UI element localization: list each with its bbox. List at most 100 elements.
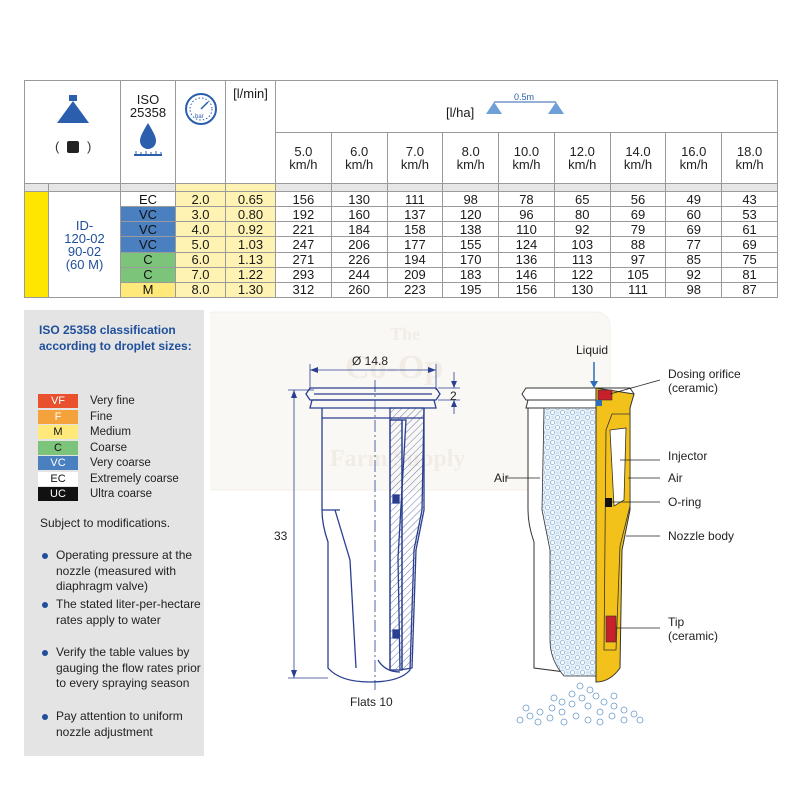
- application-rate-cell: 124: [498, 236, 555, 253]
- application-rate-cell: 98: [665, 281, 723, 299]
- application-rate-cell: 271: [275, 251, 332, 268]
- application-rate-cell: 130: [553, 281, 611, 299]
- nozzle-drawings: The Co-Op Farm Supply: [210, 311, 741, 726]
- bullet-item: Verify the table values by gauging the f…: [40, 645, 202, 692]
- lha-header-cell: [l/ha] 0.5m: [275, 79, 778, 134]
- application-rate-cell: 97: [609, 251, 667, 268]
- dosing-orifice-sub: (ceramic): [668, 381, 718, 395]
- injector-label: Injector: [668, 449, 707, 463]
- application-rate-cell: 260: [330, 281, 388, 299]
- pressure-cell: 5.0: [175, 236, 226, 253]
- application-rate-cell: 223: [386, 281, 444, 299]
- application-rate-cell: 80: [553, 206, 611, 223]
- bullet-dot-icon: [42, 650, 48, 656]
- pressure-cell: 7.0: [175, 266, 226, 283]
- classification-panel: ISO 25358 classification according to dr…: [24, 310, 204, 756]
- row-accent-bar: [24, 191, 49, 298]
- speed-header: 18.0 km/h: [721, 132, 778, 184]
- application-rate-cell: 43: [721, 191, 778, 208]
- application-rate-cell: 79: [609, 221, 667, 238]
- pressure-cell: 8.0: [175, 281, 226, 299]
- svg-text:): ): [87, 139, 91, 154]
- application-rate-cell: 206: [330, 236, 388, 253]
- bullet-item: Pay attention to uniform nozzle adjustme…: [40, 709, 202, 740]
- bullet-dot-icon: [42, 714, 48, 720]
- oring-label: O-ring: [668, 495, 701, 509]
- speed-header: 10.0 km/h: [498, 132, 555, 184]
- application-rate-cell: 156: [498, 281, 555, 299]
- legend-label: Extremely coarse: [90, 472, 179, 485]
- application-rate-cell: 177: [386, 236, 444, 253]
- application-rate-cell: 113: [553, 251, 611, 268]
- svg-text:(: (: [55, 139, 60, 154]
- legend-code: UC: [38, 487, 78, 501]
- application-rate-cell: 61: [721, 221, 778, 238]
- panel-title: ISO 25358 classification according to dr…: [39, 323, 192, 353]
- application-rate-cell: 146: [498, 266, 555, 283]
- application-rate-cell: 78: [498, 191, 555, 208]
- application-rate-cell: 92: [553, 221, 611, 238]
- application-rate-cell: 96: [498, 206, 555, 223]
- pressure-header-cell: bar: [175, 80, 226, 184]
- flow-rate-cell: 0.92: [225, 221, 276, 238]
- legend-label: Fine: [90, 410, 113, 423]
- pressure-cell: 4.0: [175, 221, 226, 238]
- application-rate-cell: 111: [609, 281, 667, 299]
- legend-label: Coarse: [90, 441, 128, 454]
- dimension-width-label: Ø 14.8: [352, 354, 388, 368]
- application-rate-cell: 92: [665, 266, 723, 283]
- application-rate-cell: 170: [442, 251, 500, 268]
- nozzle-model-cell: ID- 120-02 90-02 (60 M): [48, 191, 121, 298]
- svg-text:The: The: [390, 324, 420, 344]
- air-right-label: Air: [668, 471, 683, 485]
- spray-cloud: [516, 682, 644, 726]
- flow-rate-cell: 1.13: [225, 251, 276, 268]
- iso-header-cell: ISO 25358: [120, 80, 176, 184]
- spacing-label: 0.5m: [514, 92, 534, 102]
- speed-header: 8.0 km/h: [442, 132, 500, 184]
- iso-header: ISO 25358: [129, 91, 167, 120]
- application-rate-cell: 60: [665, 206, 723, 223]
- droplet-class-cell: VC: [120, 221, 176, 238]
- application-rate-cell: 138: [442, 221, 500, 238]
- nozzle-technical-drawing: [288, 364, 460, 690]
- bar-unit-label: bar: [195, 114, 204, 120]
- bullet-item: Operating pressure at the nozzle (measur…: [40, 548, 202, 595]
- application-rate-cell: 69: [665, 221, 723, 238]
- legend-label: Medium: [90, 426, 131, 438]
- droplet-class-cell: EC: [120, 191, 176, 208]
- application-rate-cell: 183: [442, 266, 500, 283]
- application-rate-cell: 244: [330, 266, 388, 283]
- flow-rate-cell: 0.80: [225, 206, 276, 223]
- svg-text:Co-Op: Co-Op: [345, 349, 443, 386]
- droplet-gauge-icon: [134, 122, 162, 156]
- legend-label: Very coarse: [90, 457, 151, 469]
- liquid-label: Liquid: [576, 343, 608, 357]
- application-rate-cell: 81: [721, 266, 778, 283]
- pressure-gauge-icon: bar: [184, 93, 217, 125]
- legend-label: Very fine: [90, 395, 135, 407]
- subject-note: Subject to modifications.: [40, 516, 171, 530]
- application-rate-cell: 69: [721, 236, 778, 253]
- droplet-class-cell: VC: [120, 206, 176, 223]
- droplet-class-cell: VC: [120, 236, 176, 253]
- application-rate-cell: 120: [442, 206, 500, 223]
- pressure-cell: 6.0: [175, 251, 226, 268]
- application-rate-cell: 98: [442, 191, 500, 208]
- application-rate-cell: 87: [721, 281, 778, 299]
- legend-label: Ultra coarse: [90, 488, 152, 500]
- tip-label: Tip: [668, 615, 685, 629]
- pressure-cell: 2.0: [175, 191, 226, 208]
- dimension-thread-label: 2: [450, 389, 457, 403]
- droplet-class-cell: C: [120, 251, 176, 268]
- flow-rate-cell: 1.22: [225, 266, 276, 283]
